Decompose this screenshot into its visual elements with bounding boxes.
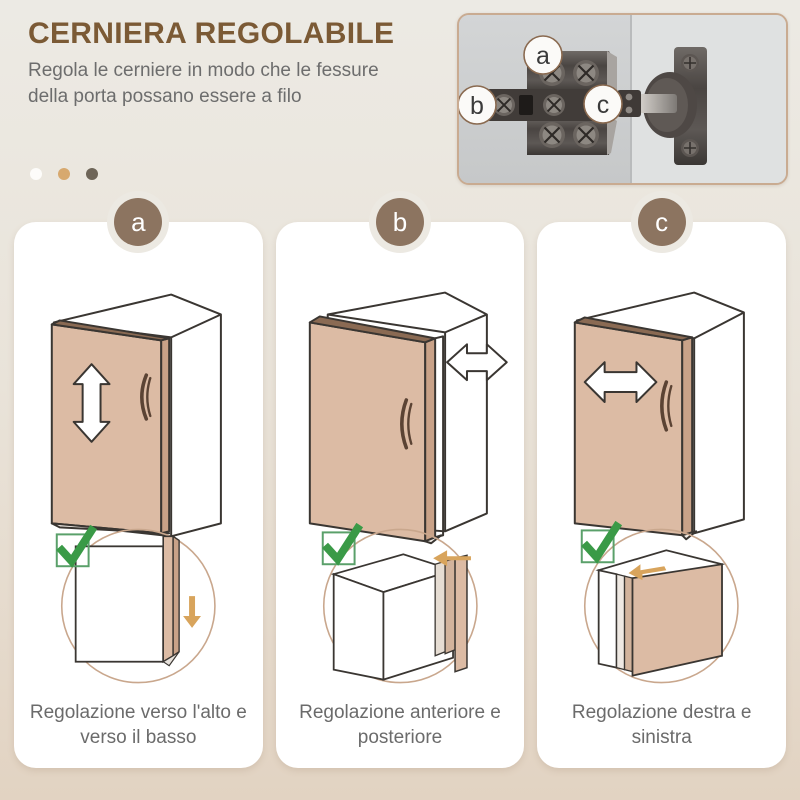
- arrow-horizontal-icon: [584, 361, 658, 403]
- detail-depth-graphic: [321, 522, 478, 684]
- page-subtitle: Regola le cerniere in modo che le fessur…: [28, 59, 379, 107]
- cabinet-vertical-adjust: [14, 252, 263, 552]
- check-icon: [55, 524, 98, 568]
- marker-c-icon: c: [583, 84, 623, 124]
- header-block: CERNIERA REGOLABILE Regola le cerniere i…: [28, 18, 448, 110]
- cabinet-vertical-graphic: [50, 293, 222, 538]
- arrow-vertical-icon: [72, 363, 111, 443]
- panel-a[interactable]: a: [14, 198, 263, 768]
- arrow-down-tan-icon: [183, 596, 202, 628]
- panel-b[interactable]: b: [275, 198, 525, 768]
- panel-row: a: [14, 198, 787, 768]
- panel-a-caption: Regolazione verso l'alto e verso il bass…: [29, 702, 247, 749]
- svg-text:c: c: [597, 91, 610, 119]
- panel-a-badge: a: [114, 198, 163, 246]
- marker-b-icon: b: [459, 85, 497, 125]
- check-icon: [581, 520, 623, 564]
- cabinet-depth-adjust: [276, 252, 525, 552]
- arrow-left-tan-icon: [432, 550, 471, 567]
- carousel-dot-3[interactable]: [86, 168, 98, 180]
- detail-vertical-graphic: [55, 524, 216, 684]
- carousel-dots[interactable]: [30, 168, 98, 180]
- panel-b-caption: Regolazione anteriore e posteriore: [299, 702, 501, 749]
- svg-text:b: b: [470, 92, 484, 120]
- cabinet-lateral-adjust: [537, 252, 786, 552]
- cabinet-lateral-graphic: [574, 291, 746, 541]
- panel-c[interactable]: c: [537, 198, 787, 768]
- carousel-dot-1[interactable]: [30, 168, 42, 180]
- check-icon: [321, 522, 363, 566]
- svg-text:a: a: [536, 42, 550, 70]
- arrow-left-tan-icon: [628, 564, 667, 581]
- hinge-photo-graphic: a b c: [459, 15, 786, 183]
- panel-b-badge: b: [376, 198, 424, 246]
- marker-a-icon: a: [523, 35, 563, 75]
- panel-c-caption: Regolazione destra e sinistra: [571, 702, 752, 749]
- detail-lateral-gap: [537, 518, 786, 698]
- detail-vertical-gap: [14, 518, 263, 698]
- page-title: CERNIERA REGOLABILE: [28, 17, 395, 50]
- detail-lateral-graphic: [581, 520, 740, 684]
- cabinet-depth-graphic: [308, 291, 508, 545]
- hinge-photo: a b c: [457, 13, 788, 185]
- arrow-horizontal-icon: [445, 343, 508, 382]
- panel-c-badge: c: [637, 198, 686, 246]
- carousel-dot-2[interactable]: [58, 168, 70, 180]
- detail-depth-gap: [276, 518, 525, 698]
